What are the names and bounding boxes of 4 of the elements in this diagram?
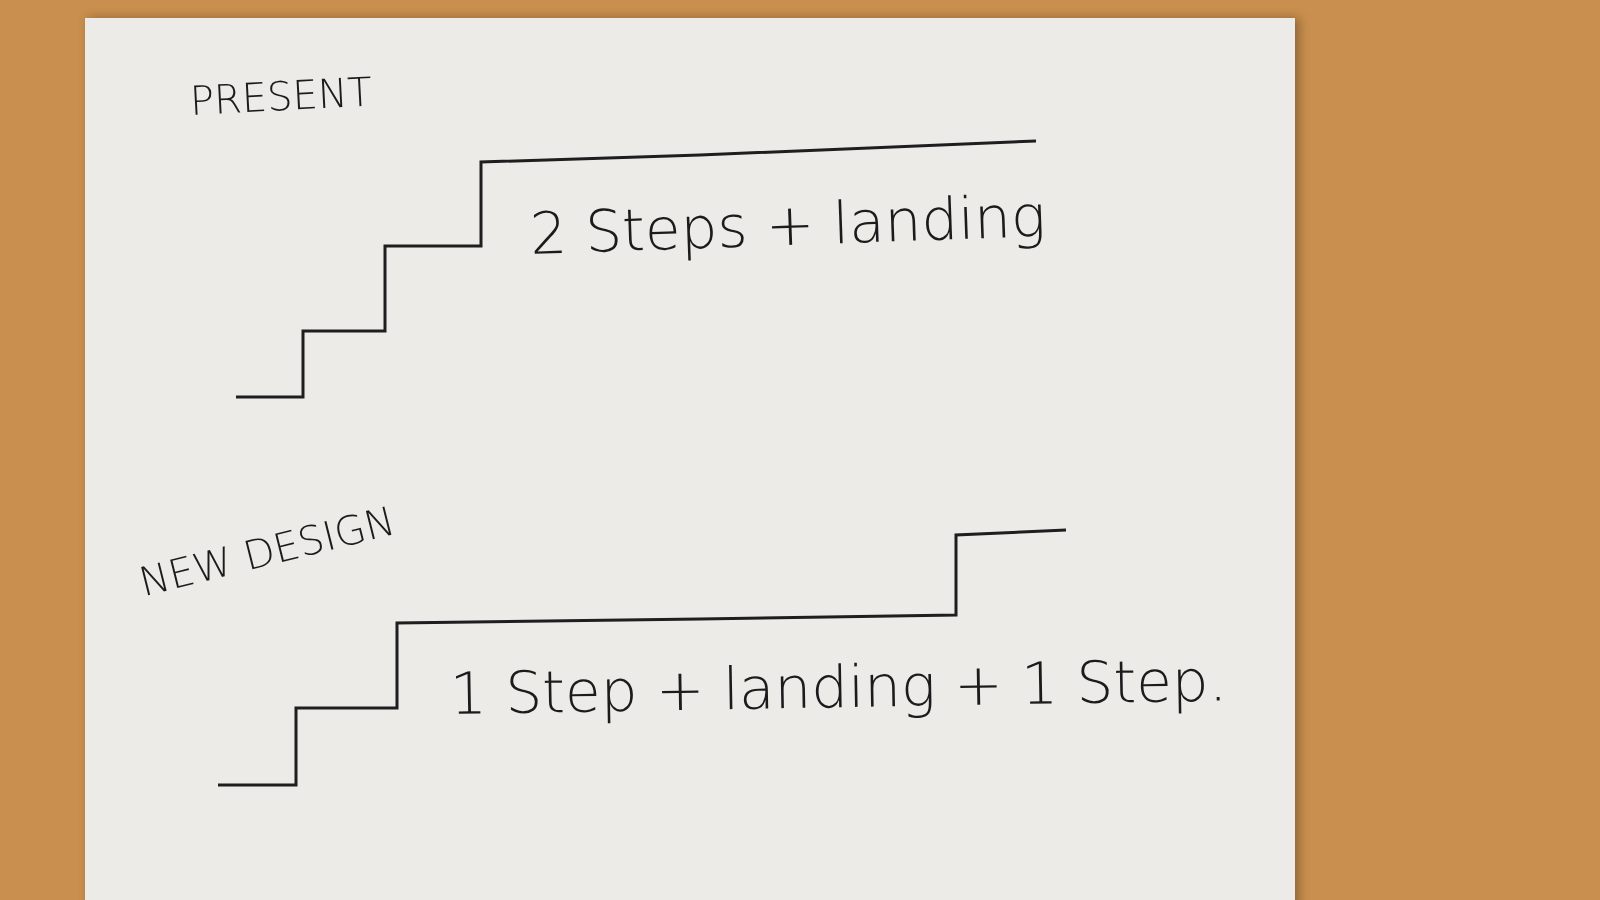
annotation-text: 1 Step + landing + 1 Step. bbox=[449, 646, 1228, 728]
heading-text: PRESENT bbox=[188, 68, 374, 124]
annotation-text: 2 Steps + landing bbox=[528, 182, 1047, 268]
heading-text: NEW DESIGN bbox=[134, 497, 400, 606]
